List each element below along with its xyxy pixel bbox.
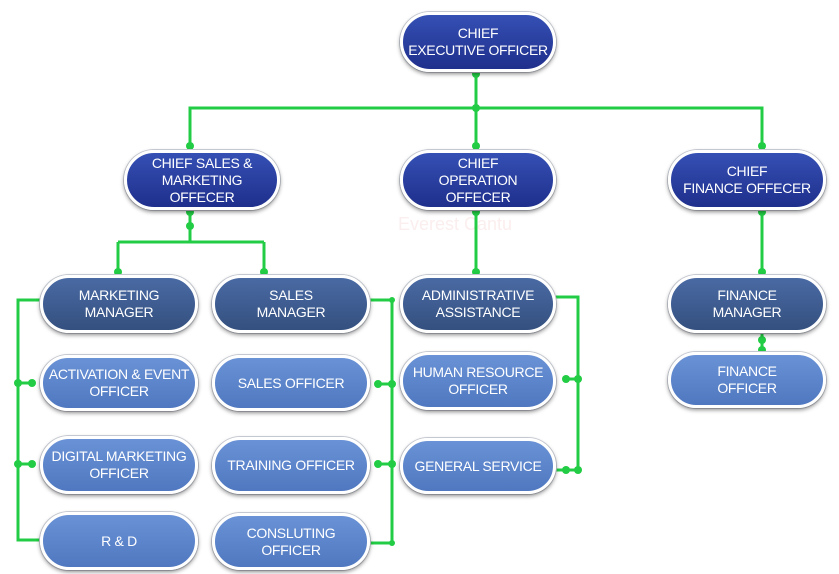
node-chief-finance-officer: CHIEF FINANCE OFFECER: [668, 150, 826, 210]
node-r-and-d: R & D: [40, 512, 198, 570]
node-training-officer: TRAINING OFFICER: [212, 437, 370, 494]
node-finance-officer: FINANCE OFFICER: [668, 352, 826, 408]
node-chief-operation-officer: CHIEF OPERATION OFFECER: [400, 150, 556, 210]
node-administrative-assistance: ADMINISTRATIVE ASSISTANCE: [400, 275, 556, 333]
node-consulting-officer: CONSLUTING OFFICER: [212, 513, 370, 570]
node-activation-event-officer: ACTIVATION & EVENT OFFICER: [40, 355, 198, 411]
node-digital-marketing-officer: DIGITAL MARKETING OFFICER: [40, 436, 198, 494]
node-marketing-manager: MARKETING MANAGER: [40, 275, 198, 333]
watermark: Everest Cantu: [398, 214, 513, 234]
node-sales-officer: SALES OFFICER: [212, 355, 370, 411]
node-general-service: GENERAL SERVICE: [400, 438, 556, 494]
node-human-resource-officer: HUMAN RESOURCE OFFICER: [400, 352, 556, 410]
node-ceo: CHIEF EXECUTIVE OFFICER: [400, 12, 556, 72]
node-finance-manager: FINANCE MANAGER: [668, 275, 826, 333]
node-chief-sales-marketing-officer: CHIEF SALES & MARKETING OFFECER: [124, 150, 280, 210]
node-sales-manager: SALES MANAGER: [212, 275, 370, 333]
